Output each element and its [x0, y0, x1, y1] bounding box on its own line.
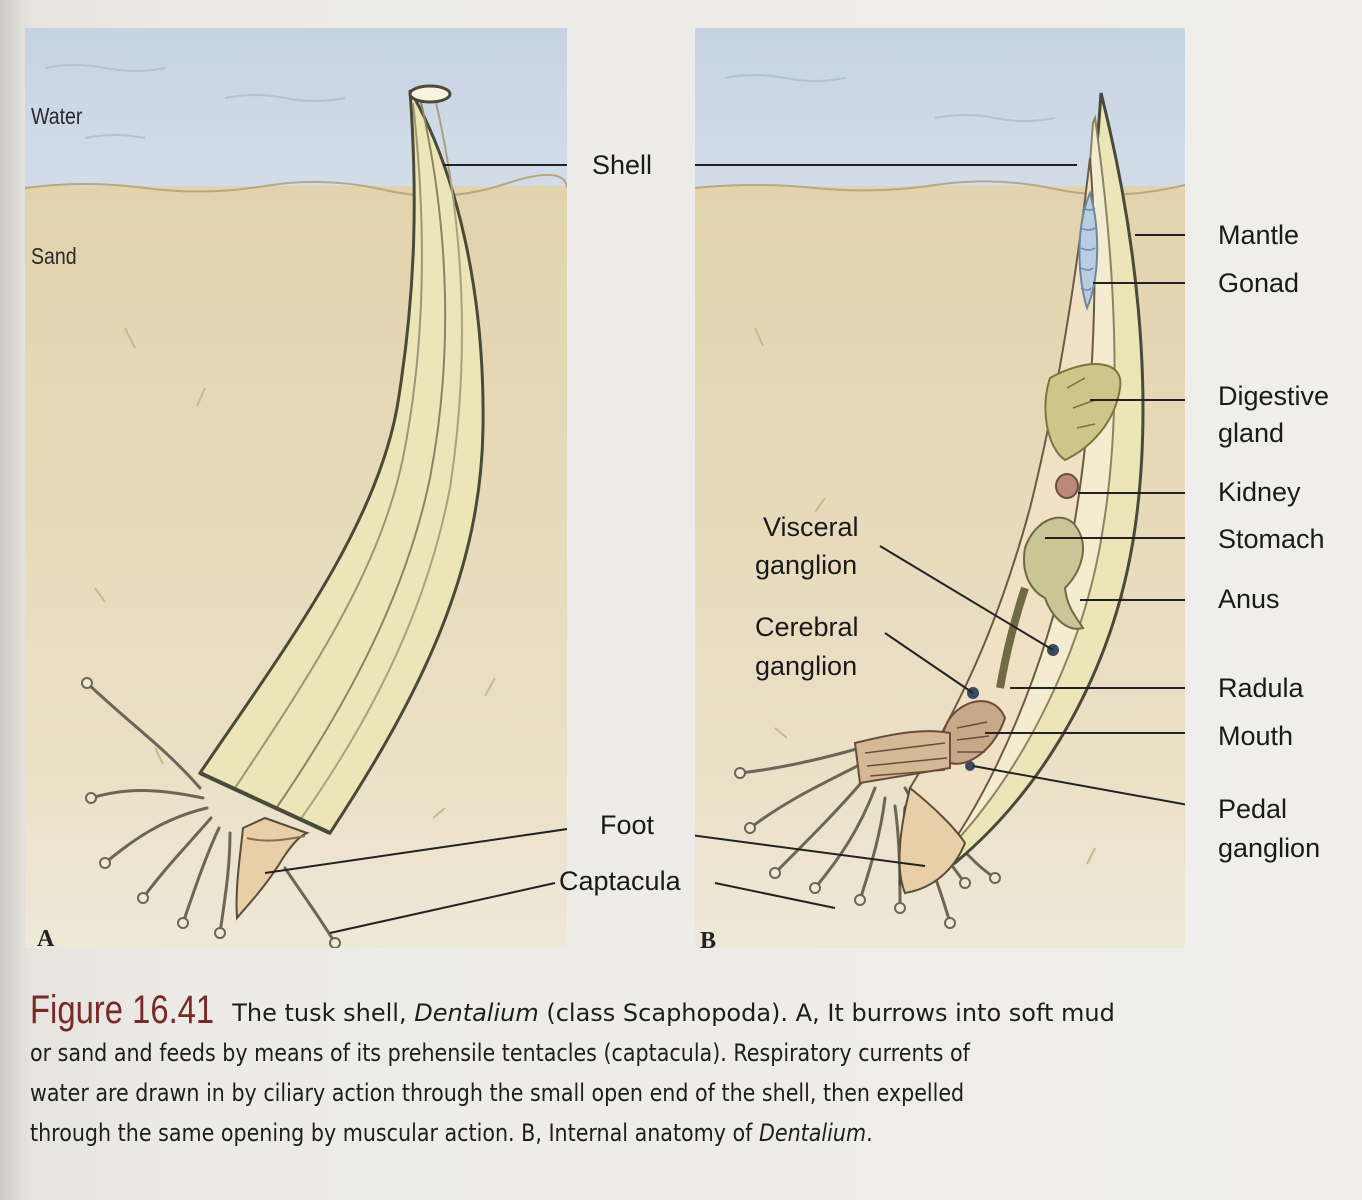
visceral-ganglion-label-line1: Visceral	[763, 512, 859, 542]
shell-label: Shell	[592, 150, 653, 180]
mouth-label: Mouth	[1218, 721, 1294, 751]
caption-genus-1: Dentalium	[414, 999, 539, 1027]
panel-a-illustration: Water Sand A	[25, 28, 567, 948]
caption-line4-text-a: through the same opening by muscular act…	[30, 1119, 760, 1147]
pedal-ganglion-label-line2: ganglion	[1218, 833, 1321, 863]
caption-line2-text: or sand and feeds by means of its prehen…	[30, 1039, 970, 1067]
tusk-shell-external-drawing	[25, 64, 567, 948]
cerebral-ganglion-label-line1: Cerebral	[755, 612, 859, 642]
captacula-label: Captacula	[559, 866, 681, 896]
gonad-label: Gonad	[1218, 268, 1300, 298]
sand-label: Sand	[31, 243, 77, 269]
visceral-ganglion-label-line2: ganglion	[755, 550, 858, 580]
stomach-label: Stomach	[1218, 524, 1325, 554]
caption-line-1: Figure 16.41 The tusk shell, Dentalium (…	[30, 990, 1340, 1033]
mantle-label: Mantle	[1218, 220, 1300, 250]
digestive-gland-label-line2: gland	[1218, 418, 1285, 448]
foot-label: Foot	[600, 810, 655, 840]
caption-line-3: water are drawn in by ciliary action thr…	[30, 1073, 1340, 1113]
digestive-gland-label-line1: Digestive	[1218, 381, 1330, 411]
panel-b-illustration: B	[695, 28, 1185, 948]
panel-b-letter: B	[700, 928, 717, 948]
figure-number: Figure 16.41	[30, 988, 215, 1032]
caption-line-4: through the same opening by muscular act…	[30, 1113, 1340, 1153]
caption-line4-text-b: .	[866, 1119, 873, 1147]
kidney-label: Kidney	[1218, 477, 1301, 507]
caption-line3-text: water are drawn in by ciliary action thr…	[30, 1079, 965, 1107]
radula-label: Radula	[1218, 673, 1304, 703]
caption-line4-wrap: through the same opening by muscular act…	[30, 1113, 873, 1153]
water-layer	[25, 28, 567, 191]
cerebral-ganglion-label-line2: ganglion	[755, 651, 858, 681]
tusk-shell-internal-anatomy	[695, 74, 1185, 929]
water-label: Water	[31, 103, 83, 129]
figure-caption: Figure 16.41 The tusk shell, Dentalium (…	[30, 990, 1340, 1153]
panel-a-letter: A	[37, 926, 55, 948]
caption-line-2: or sand and feeds by means of its prehen…	[30, 1033, 1340, 1073]
anus-label: Anus	[1218, 584, 1280, 614]
caption-genus-2: Dentalium	[759, 1119, 867, 1147]
caption-line1-text-b: (class Scaphopoda). A, It burrows into s…	[538, 999, 1115, 1027]
pedal-ganglion-label-line1: Pedal	[1218, 794, 1288, 824]
caption-line1-text-a: The tusk shell,	[232, 999, 415, 1027]
